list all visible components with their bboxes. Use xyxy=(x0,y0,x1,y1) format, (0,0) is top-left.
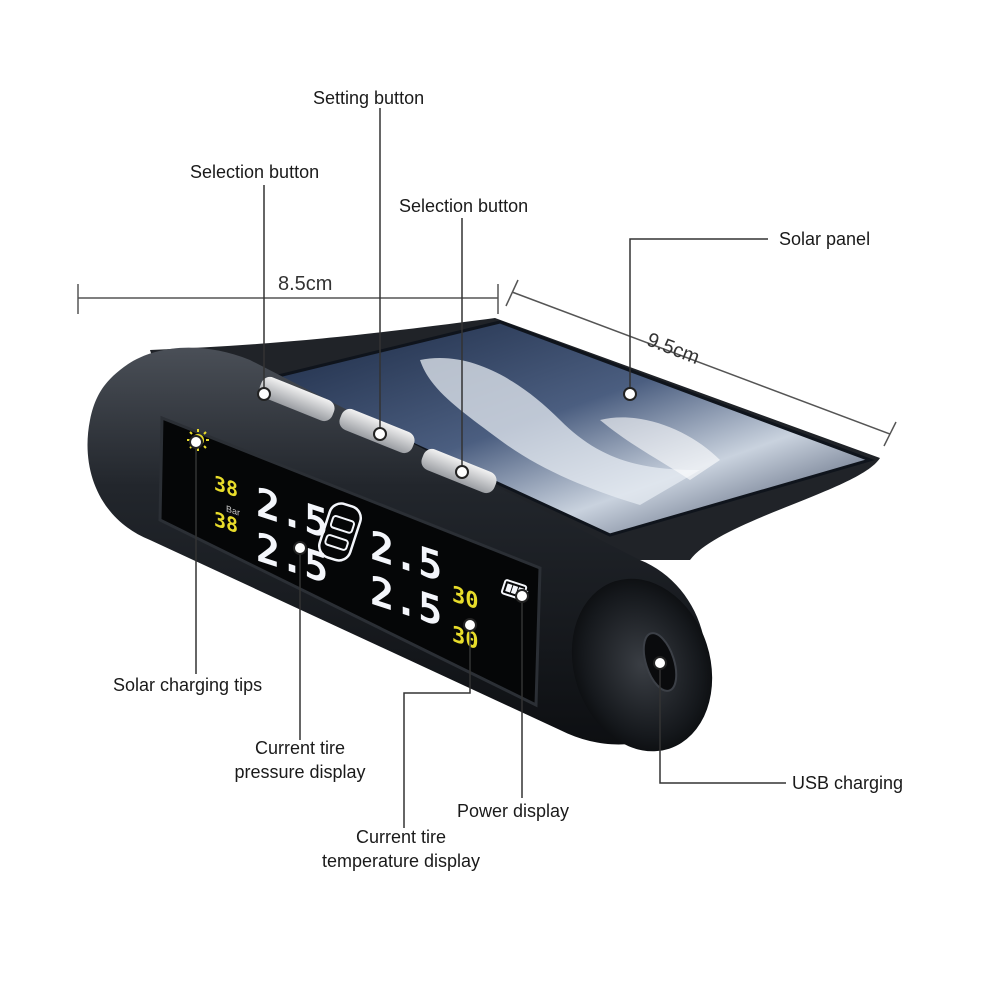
label-pressure-display: Current tire pressure display xyxy=(234,736,365,784)
label-temperature-line2: temperature display xyxy=(321,851,481,871)
leader-dots xyxy=(189,387,667,670)
label-solar-panel: Solar panel xyxy=(779,229,871,249)
leader-temperature xyxy=(403,625,471,828)
width-dimension-label: 8.5cm xyxy=(278,273,333,295)
label-power-display: Power display xyxy=(457,801,570,821)
device: 38 Bar 38 2.5 2.5 2.5 2.5 30 30 xyxy=(87,318,880,752)
label-setting-button: Setting button xyxy=(313,88,425,108)
solar-panel xyxy=(265,320,875,537)
dot-selection-right xyxy=(455,465,469,479)
solar-cloud-highlight-2 xyxy=(600,417,720,480)
leader-lines xyxy=(195,108,786,828)
dot-pressure xyxy=(293,541,307,555)
label-selection-button-right: Selection button xyxy=(399,196,529,216)
solar-cloud-highlight xyxy=(420,358,700,505)
selection-button-left[interactable] xyxy=(257,374,338,424)
label-pressure-line2: pressure display xyxy=(234,762,366,782)
leader-solar-panel xyxy=(629,238,768,394)
dot-selection-left xyxy=(257,387,271,401)
lcd-unit: Bar xyxy=(226,504,240,518)
label-pressure-line1: Current tire xyxy=(254,738,346,758)
width-dimension xyxy=(77,284,499,314)
label-selection-button-left: Selection button xyxy=(190,162,320,182)
leader-usb xyxy=(659,663,786,784)
lcd-screen xyxy=(158,415,542,708)
depth-dimension xyxy=(505,279,897,447)
label-temperature-line1: Current tire xyxy=(355,827,447,847)
dot-solar-panel xyxy=(623,387,637,401)
label-temperature-display: Current tire temperature display xyxy=(322,825,480,873)
car-icon xyxy=(318,502,362,562)
dot-power xyxy=(515,589,529,603)
dot-temperature xyxy=(463,618,477,632)
label-solar-charging-tips: Solar charging tips xyxy=(113,675,263,695)
dot-setting xyxy=(373,427,387,441)
device-end-cap xyxy=(571,578,713,752)
dot-solar-tips xyxy=(189,435,203,449)
label-usb-charging: USB charging xyxy=(792,773,904,793)
dot-usb xyxy=(653,656,667,670)
